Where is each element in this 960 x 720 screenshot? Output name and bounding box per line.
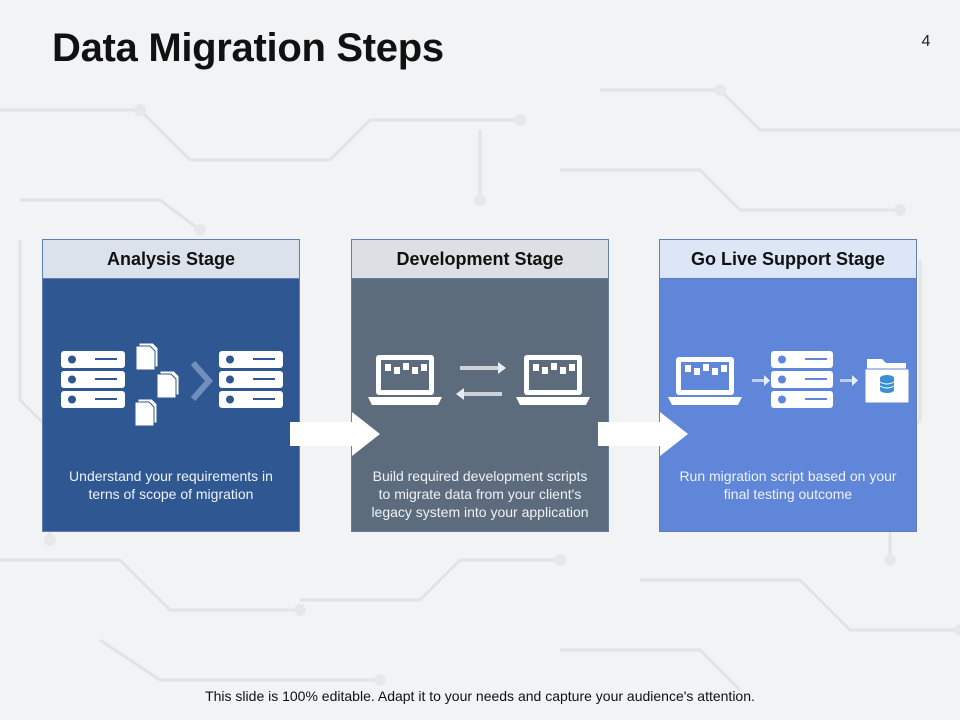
stage-title: Go Live Support Stage	[690, 248, 886, 269]
chevron-right-icon	[190, 361, 214, 401]
go-live-icons	[668, 351, 910, 408]
server-stack-icon	[61, 351, 125, 408]
server-stack-icon	[219, 351, 283, 408]
stage-body: Run migration script based on your final…	[660, 279, 916, 531]
stage-description: Understand your requirements in terns of…	[69, 468, 273, 502]
arrow-right-icon	[752, 375, 770, 386]
analysis-icons	[61, 342, 283, 427]
database-folder-icon	[864, 359, 910, 404]
laptop-icon	[368, 355, 442, 405]
sync-arrows-icon	[456, 362, 506, 400]
slide-title: Data Migration Steps	[52, 26, 444, 70]
stage-header: Development Stage	[352, 240, 608, 279]
laptop-icon	[516, 355, 590, 405]
laptop-icon	[668, 357, 742, 405]
server-stack-icon	[771, 351, 833, 408]
stage-description: Build required development scripts to mi…	[371, 468, 589, 520]
stage-title: Development Stage	[396, 248, 564, 269]
stage-card-go-live-support: Go Live Support Stage	[659, 239, 917, 532]
arrow-right-icon	[840, 375, 858, 386]
stage-header: Analysis Stage	[43, 240, 299, 279]
stage-body: Understand your requirements in terns of…	[43, 279, 299, 531]
flow-arrow-icon	[290, 412, 380, 456]
development-icons	[368, 355, 590, 405]
stage-title: Analysis Stage	[106, 248, 236, 269]
document-icon	[134, 342, 180, 427]
stage-body: Build required development scripts to mi…	[352, 279, 608, 531]
page-number: 4	[921, 33, 931, 50]
stage-description: Run migration script based on your final…	[679, 468, 897, 502]
stage-card-analysis: Analysis Stage	[42, 239, 300, 532]
stage-header: Go Live Support Stage	[660, 240, 916, 279]
footer-note: This slide is 100% editable. Adapt it to…	[205, 688, 755, 704]
stage-card-development: Development Stage Build required develop…	[351, 239, 609, 532]
flow-arrow-icon	[598, 412, 688, 456]
